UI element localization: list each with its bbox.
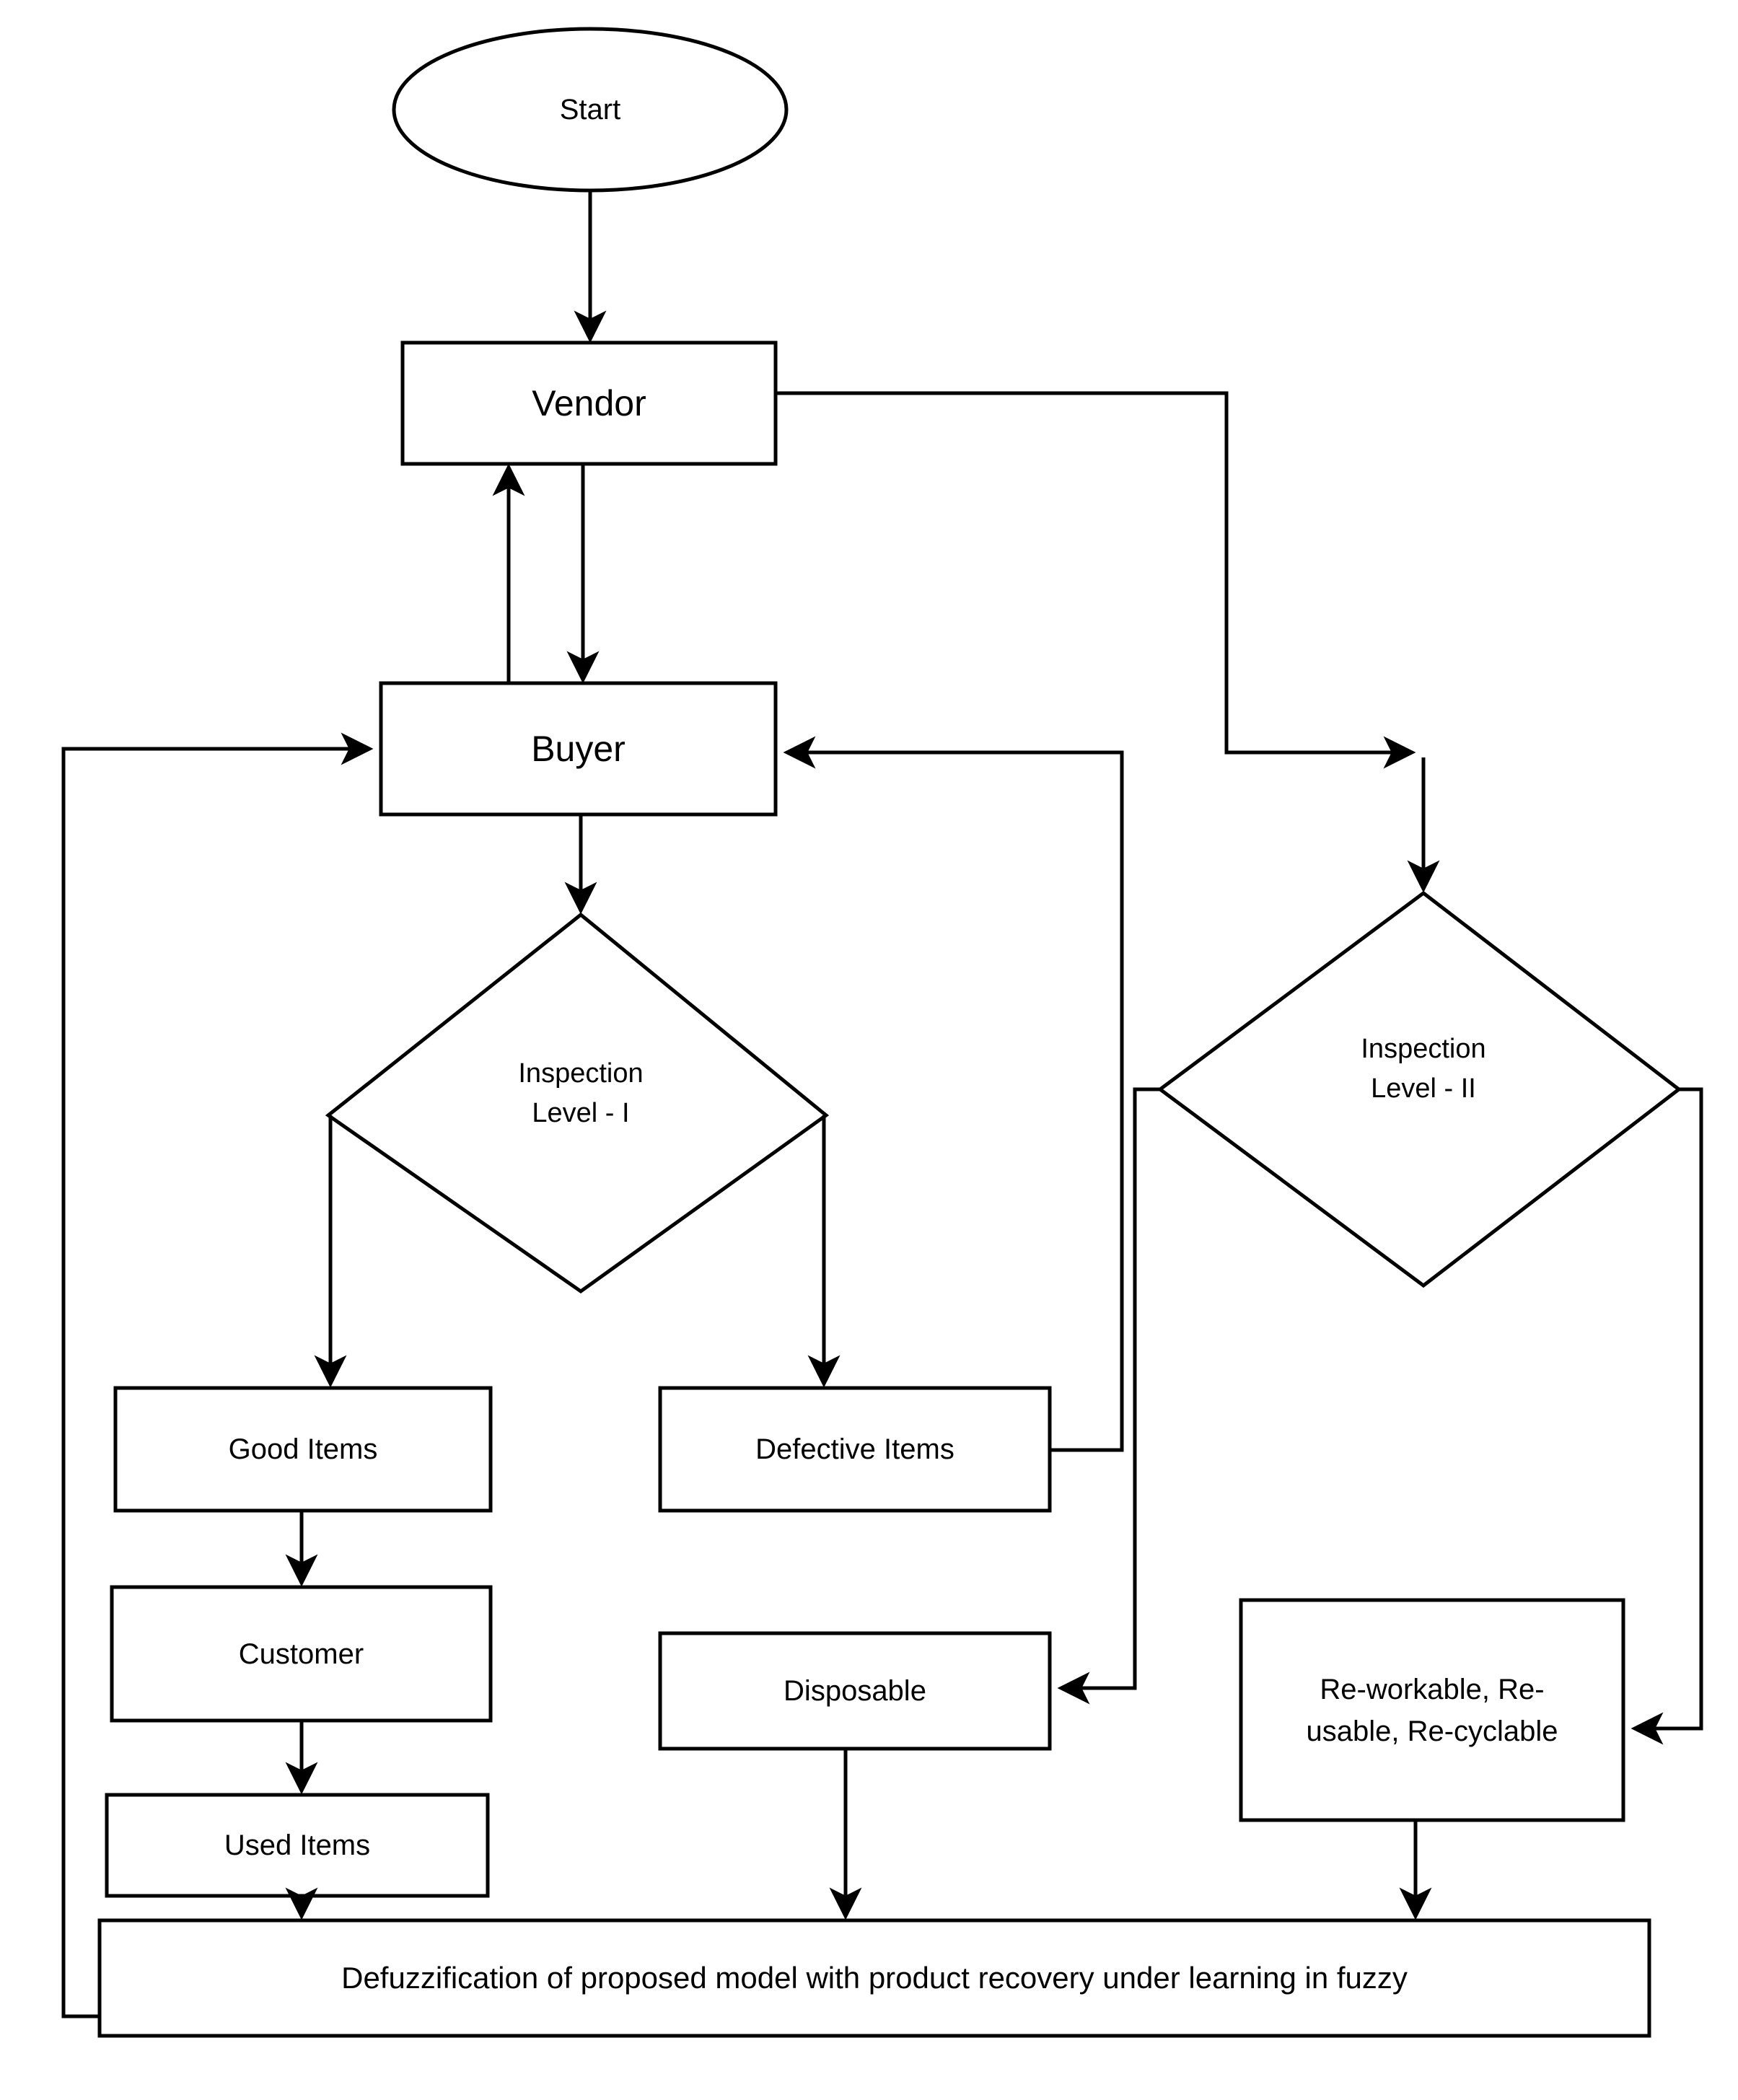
node-vendor-shape (400, 341, 778, 466)
node-good-items-shape (113, 1386, 493, 1513)
node-defuzzification-shape (97, 1918, 1651, 2038)
node-disposable-shape (658, 1631, 1052, 1751)
edge-defuzzification-to-buyer (61, 732, 374, 2018)
node-inspection-2-shape (1157, 890, 1682, 1288)
node-recovery-shape (1239, 1598, 1625, 1822)
edge-inspection-2-to-recovery (1631, 1087, 1703, 1745)
node-customer-shape (110, 1585, 493, 1723)
node-start-shape (392, 27, 789, 193)
edge-defective-items-to-buyer (783, 736, 1124, 1452)
edge-vendor-to-inspection-2 (776, 391, 1416, 769)
edge-inspection-2-to-disposable (1057, 1087, 1160, 1705)
node-used-items-shape (105, 1793, 490, 1898)
node-defective-items-shape (658, 1386, 1052, 1513)
node-buyer-shape (379, 681, 778, 817)
node-inspection-1-shape (325, 912, 830, 1294)
